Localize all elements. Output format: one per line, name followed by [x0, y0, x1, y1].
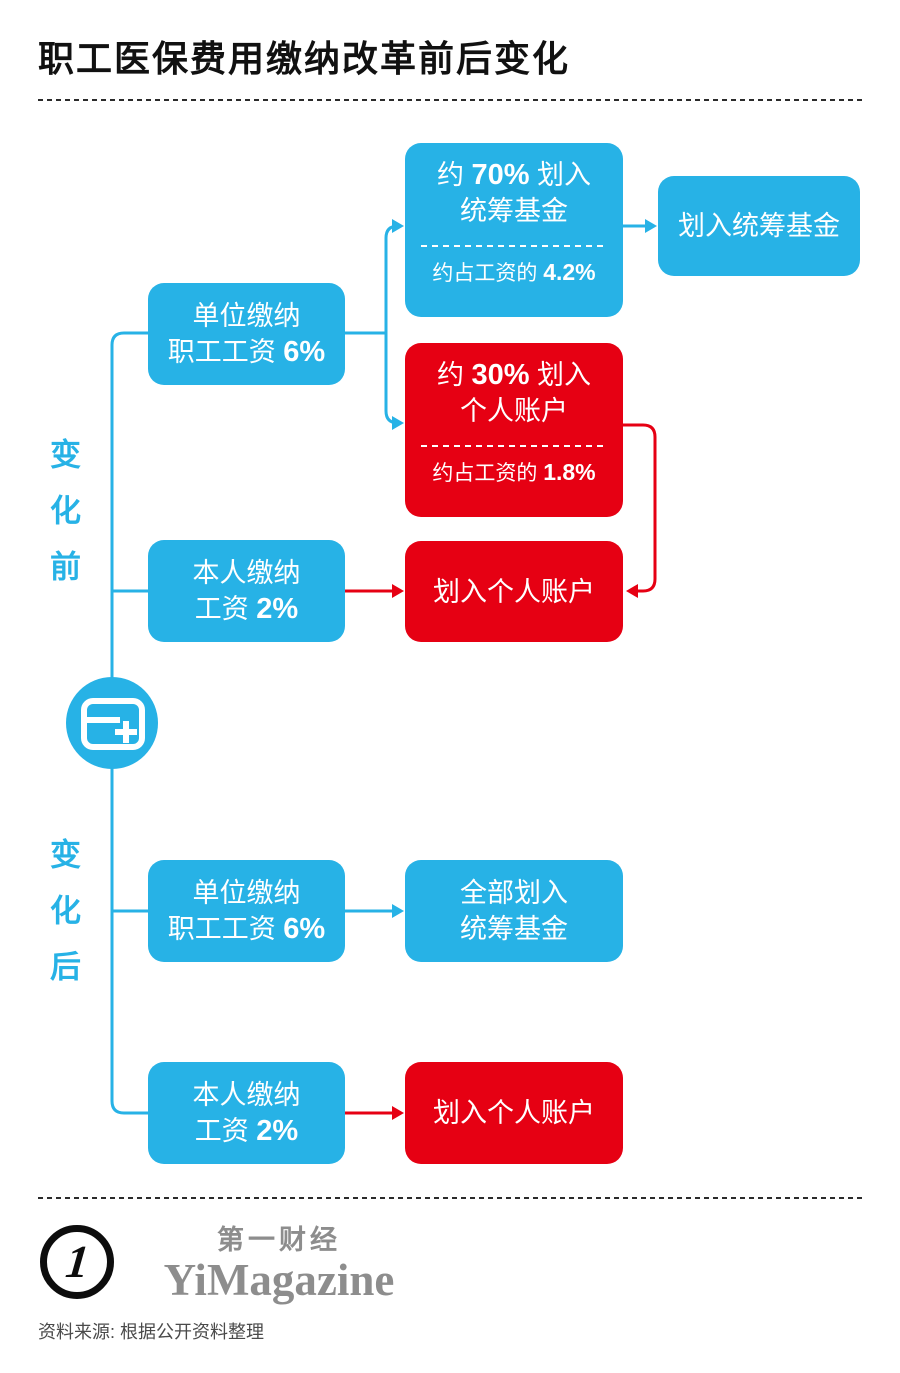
box-30-line2: 个人账户 — [460, 396, 568, 426]
arrowhead-30-personal-icon — [626, 584, 638, 598]
page-title: 职工医保费用缴纳改革前后变化 — [38, 38, 571, 79]
source-note: 资料来源: 根据公开资料整理 — [38, 1322, 265, 1342]
box-70-subtext: 约占工资的 4.2% — [405, 257, 623, 287]
personal-result-label: 划入个人账户 — [433, 576, 595, 607]
fork-curve — [384, 224, 399, 425]
section-label-before: 变化前 — [45, 438, 80, 606]
unit-line2: 职工工资 6% — [168, 334, 325, 370]
section-label-after: 变化后 — [45, 838, 80, 1006]
unit-line1: 单位缴纳 — [192, 301, 301, 331]
arrowhead-pool-after-icon — [392, 904, 404, 918]
self-line2: 工资 2% — [195, 591, 298, 627]
value-2: 2% — [256, 593, 299, 625]
personal-result-label: 划入个人账户 — [433, 1098, 595, 1128]
box-unit-contribution-before: 单位缴纳 职工工资 6% — [148, 283, 345, 385]
dashed-separator — [421, 245, 607, 247]
box-unit-contribution-after: 单位缴纳 职工工资 6% — [148, 860, 345, 962]
self-line1: 本人缴纳 — [192, 1080, 301, 1110]
pool-result-label: 划入统筹基金 — [678, 211, 840, 241]
value-4-2: 4.2% — [543, 259, 596, 285]
insurance-card-icon — [66, 677, 158, 769]
top-divider — [38, 99, 862, 101]
unit-line2: 职工工资 6% — [168, 911, 325, 947]
brand-name-cn: 第一财经 — [217, 1225, 341, 1255]
unit-line1: 单位缴纳 — [192, 878, 301, 908]
box-70-line1: 约 70% 划入 — [437, 157, 591, 193]
value-1-8: 1.8% — [543, 459, 596, 485]
box-personal-result-after: 划入个人账户 — [405, 1062, 623, 1164]
arrowhead-personal-before-icon — [392, 584, 404, 598]
box-self-contribution-after: 本人缴纳 工资 2% — [148, 1062, 345, 1164]
arrowhead-to-30-icon — [392, 416, 404, 430]
value-6: 6% — [283, 913, 326, 945]
text: 工资 — [194, 1116, 257, 1146]
dashed-separator — [421, 445, 607, 447]
text: 工资 — [194, 594, 257, 624]
text: 划入 — [529, 160, 592, 190]
value-6: 6% — [283, 336, 326, 368]
yicai-logo-icon: 1 — [40, 1225, 114, 1299]
self-line1: 本人缴纳 — [192, 558, 301, 588]
self-line2: 工资 2% — [195, 1113, 298, 1149]
text: 约占工资的 — [432, 262, 544, 285]
text: 约 — [436, 160, 472, 190]
box-self-contribution-before: 本人缴纳 工资 2% — [148, 540, 345, 642]
box-30-line1: 约 30% 划入 — [437, 357, 591, 393]
value-2: 2% — [256, 1115, 299, 1147]
box-pool-result-before: 划入统筹基金 — [658, 176, 860, 276]
all-pool-line2: 统筹基金 — [460, 914, 568, 944]
text: 约占工资的 — [432, 462, 544, 485]
brand-name-en: YiMagazine — [163, 1255, 395, 1305]
text: 划入 — [529, 360, 592, 390]
arrowhead-to-70-icon — [392, 219, 404, 233]
value-30: 30% — [471, 359, 530, 391]
box-30-subtext: 约占工资的 1.8% — [405, 457, 623, 487]
box-personal-result-before: 划入个人账户 — [405, 541, 623, 642]
wire-30-to-personal — [623, 423, 657, 593]
all-pool-line1: 全部划入 — [460, 878, 568, 908]
arrowhead-pool-icon — [645, 219, 657, 233]
arrowhead-personal-after-icon — [392, 1106, 404, 1120]
text: 约 — [436, 360, 472, 390]
bottom-divider — [38, 1197, 862, 1199]
brand-block: 第一财经 YiMagazine — [133, 1224, 425, 1304]
box-70-percent-pool: 约 70% 划入 统筹基金 约占工资的 4.2% — [405, 143, 623, 317]
text: 职工工资 — [167, 337, 284, 367]
box-70-line2: 统筹基金 — [460, 196, 568, 226]
text: 职工工资 — [167, 914, 284, 944]
value-70: 70% — [471, 159, 530, 191]
box-all-pool-result-after: 全部划入 统筹基金 — [405, 860, 623, 962]
box-30-percent-personal: 约 30% 划入 个人账户 约占工资的 1.8% — [405, 343, 623, 517]
